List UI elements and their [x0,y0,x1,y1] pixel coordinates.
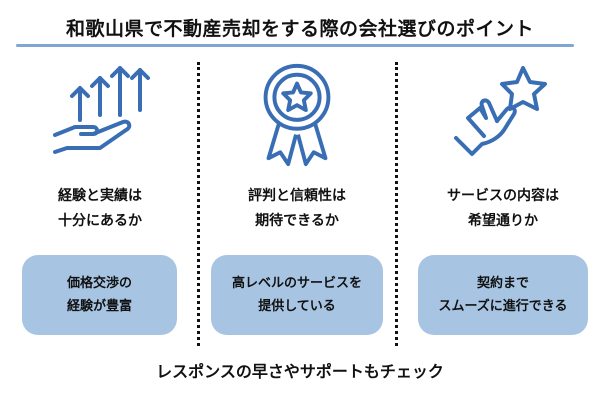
column-heading: 経験と実績は十分にあるか [58,188,142,229]
point-box: 価格交渉の経験が豊富 [22,255,177,335]
title-underline [16,44,574,47]
award-ribbon-star-icon [263,63,331,167]
column-experience: 経験と実績は十分にあるか [22,60,178,240]
footer-note: レスポンスの早さやサポートもチェック [156,362,444,381]
point-box: 契約までスムーズに進行できる [418,255,588,335]
hand-holding-star-icon [454,66,547,156]
hand-growth-arrows-icon [53,66,150,154]
column-reputation: 評判と信頼性は期待できるか [212,60,382,240]
divider [197,62,200,346]
divider [395,62,398,346]
column-service: サービスの内容は希望通りか [418,60,588,240]
point-box: 高レベルのサービスを提供している [211,255,383,335]
page-title: 和歌山県で不動産売却をする際の会社選びのポイント [65,18,534,40]
column-heading: サービスの内容は希望通りか [447,188,559,229]
column-heading: 評判と信頼性は期待できるか [248,188,346,229]
